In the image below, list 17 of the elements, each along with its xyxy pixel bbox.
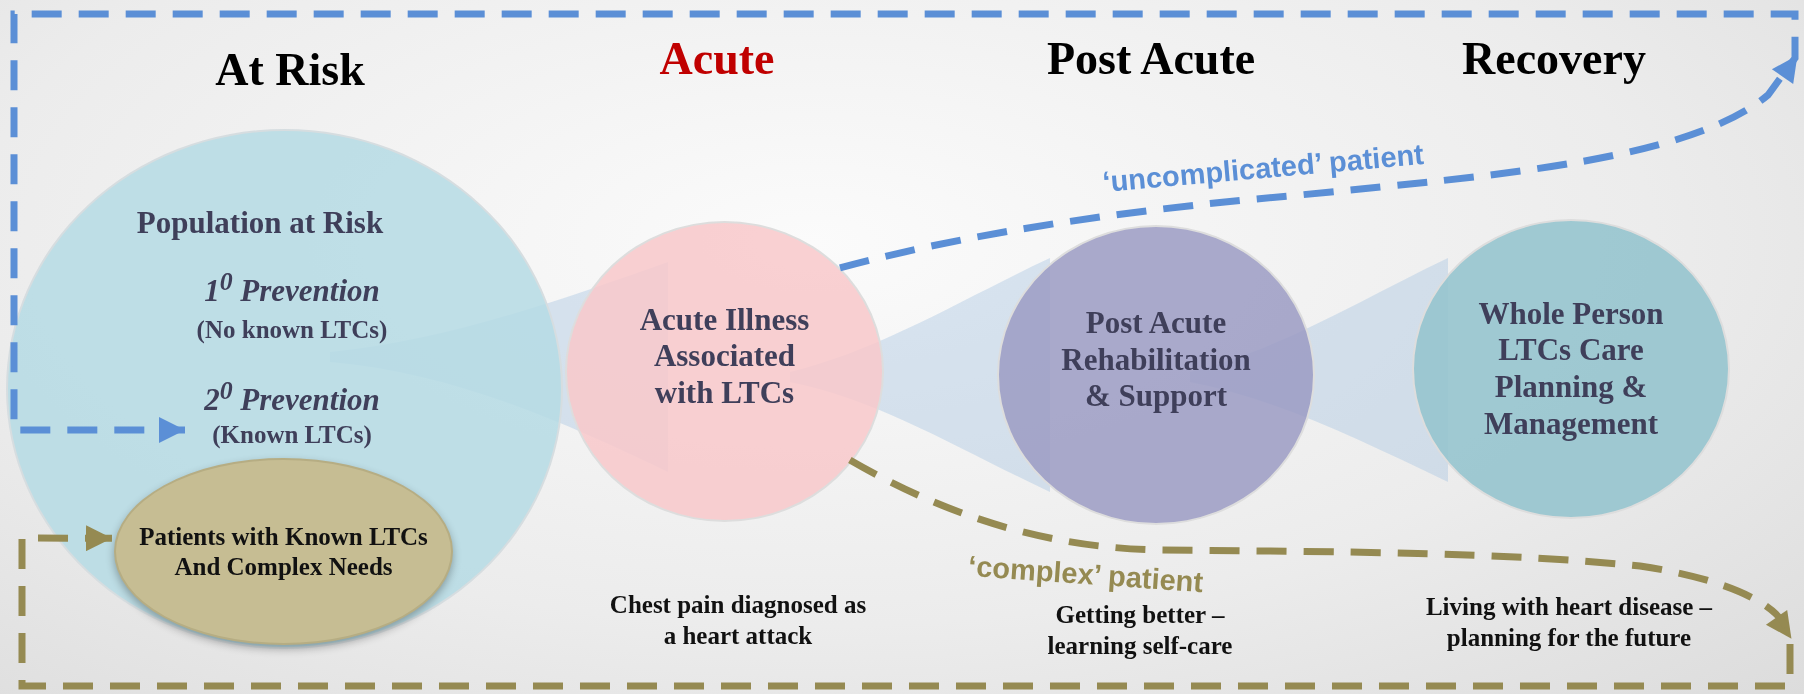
circle-text: Post Acute Rehabilitation & Support: [1060, 305, 1252, 415]
circle-text: Acute Illness Associated with LTCs: [638, 301, 811, 412]
edge-label: ‘complex’ patient: [966, 549, 1204, 599]
stage-description: Chest pain diagnosed as a heart attack: [608, 589, 868, 651]
circle-text: (No known LTCs): [196, 315, 388, 345]
circle-text: 2$^{0}$ Prevention (Known LTCs): [187, 368, 397, 448]
stage-heading: At Risk: [215, 42, 365, 96]
stage-heading: Recovery: [1462, 31, 1646, 85]
stage-description: Living with heart disease – planning for the future: [1424, 591, 1714, 653]
circle-heading: Population at Risk: [136, 204, 384, 242]
stage-heading: Post Acute: [1046, 31, 1256, 85]
stage-description: Getting better – learning self-care: [1046, 599, 1234, 661]
edge-label: ‘uncomplicated’ patient: [1101, 137, 1426, 199]
circle-text: 1$^{0}$ Prevention: [204, 266, 380, 310]
stage-heading: Acute: [659, 31, 775, 85]
circle-text: Patients with Known LTCs And Complex Needs: [138, 522, 429, 581]
circle-text: Whole Person LTCs Care Planning & Management: [1477, 295, 1665, 443]
